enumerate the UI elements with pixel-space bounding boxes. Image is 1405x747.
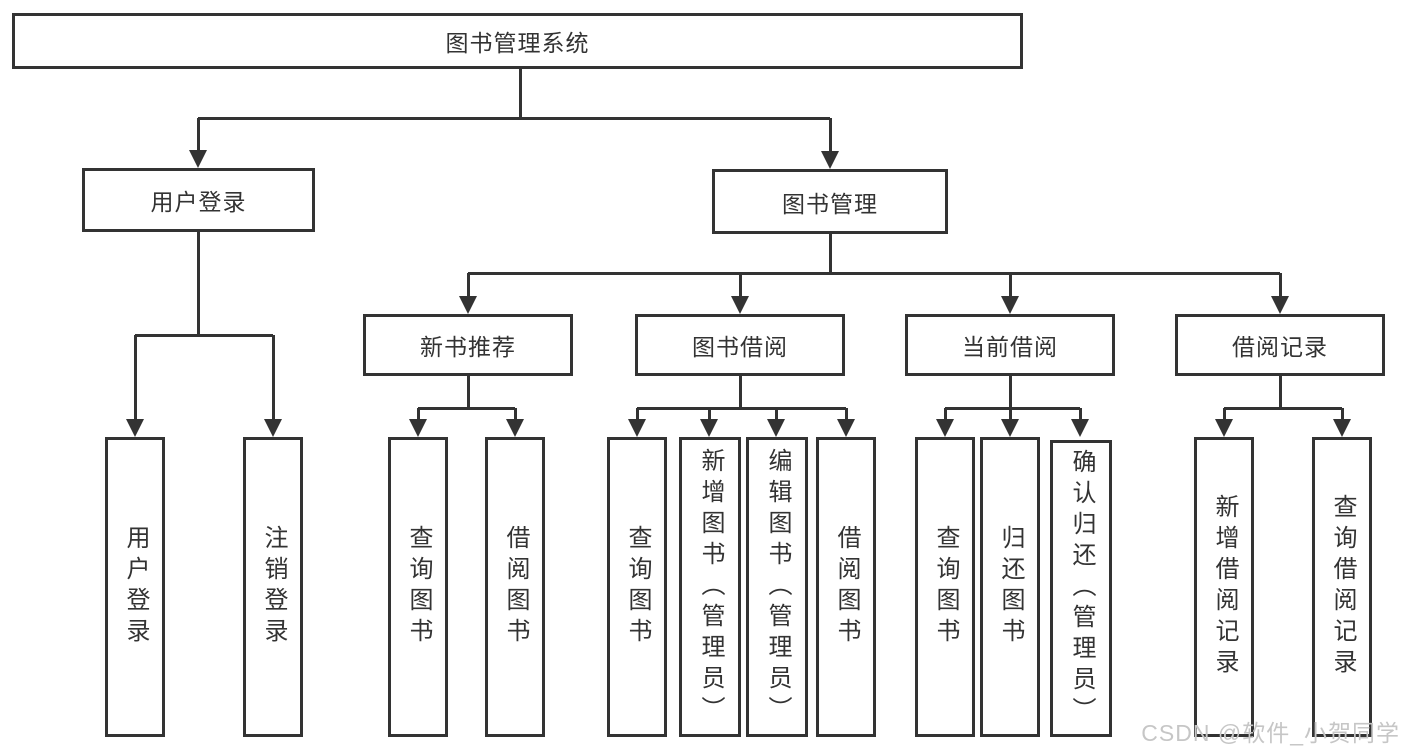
arrow-down-icon <box>126 419 144 437</box>
arrow-down-icon <box>767 419 785 437</box>
connector-line <box>417 408 420 419</box>
arrow-down-icon <box>459 296 477 314</box>
connector-line <box>1341 408 1344 419</box>
connector-line <box>1223 408 1226 419</box>
leaf-borrow-book: 借阅图书 <box>485 437 545 737</box>
arrow-down-icon <box>189 150 207 168</box>
leaf-query-book: 查询图书 <box>915 437 975 737</box>
leaf-label: 新增图书（管理员） <box>697 447 724 727</box>
connector-line <box>944 408 947 419</box>
arrow-down-icon <box>506 419 524 437</box>
node-new-book-recommend: 新书推荐 <box>363 314 573 376</box>
node-root-label: 图书管理系统 <box>445 30 590 56</box>
leaf-label: 用户登录 <box>122 525 149 649</box>
node-user-login-label: 用户登录 <box>150 189 247 215</box>
connector-line <box>739 376 742 408</box>
node-book-management: 图书管理 <box>712 169 948 234</box>
leaf-label: 借阅图书 <box>833 525 860 649</box>
arrow-down-icon <box>1271 296 1289 314</box>
leaf-label: 查询图书 <box>405 525 432 649</box>
connector-line <box>845 408 848 419</box>
leaf-label: 查询借阅记录 <box>1329 494 1356 680</box>
leaf-label: 借阅图书 <box>502 525 529 649</box>
arrow-down-icon <box>1333 419 1351 437</box>
node-label: 当前借阅 <box>962 334 1058 360</box>
arrow-down-icon <box>837 419 855 437</box>
connector-line <box>272 335 275 419</box>
leaf-label: 归还图书 <box>997 525 1024 649</box>
node-user-login: 用户登录 <box>82 168 315 232</box>
connector-line <box>198 117 830 120</box>
connector-line <box>135 334 273 337</box>
arrow-down-icon <box>821 151 839 169</box>
arrow-down-icon <box>731 296 749 314</box>
leaf-add-borrow-record: 新增借阅记录 <box>1194 437 1254 737</box>
connector-line <box>636 408 639 419</box>
connector-line <box>468 272 1280 275</box>
node-label: 借阅记录 <box>1232 334 1328 360</box>
node-borrow-records: 借阅记录 <box>1175 314 1385 376</box>
arrow-down-icon <box>1001 296 1019 314</box>
leaf-query-book: 查询图书 <box>607 437 667 737</box>
leaf-label: 编辑图书（管理员） <box>764 447 791 727</box>
connector-line <box>197 118 200 150</box>
leaf-add-book-admin: 新增图书（管理员） <box>679 437 741 737</box>
connector-line <box>1279 273 1282 296</box>
node-label: 图书借阅 <box>692 334 788 360</box>
node-current-borrow: 当前借阅 <box>905 314 1115 376</box>
arrow-down-icon <box>628 419 646 437</box>
arrow-down-icon <box>409 419 427 437</box>
leaf-borrow-book: 借阅图书 <box>816 437 876 737</box>
leaf-logout: 注销登录 <box>243 437 303 737</box>
arrow-down-icon <box>936 419 954 437</box>
connector-line <box>945 407 1080 410</box>
leaf-edit-book-admin: 编辑图书（管理员） <box>746 437 808 737</box>
leaf-return-book: 归还图书 <box>980 437 1040 737</box>
connector-line <box>134 335 137 419</box>
leaf-label: 新增借阅记录 <box>1211 494 1238 680</box>
connector-line <box>418 407 515 410</box>
connector-line <box>514 408 517 419</box>
node-book-borrow: 图书借阅 <box>635 314 845 376</box>
arrow-down-icon <box>700 419 718 437</box>
connector-line <box>739 273 742 296</box>
leaf-label: 查询图书 <box>932 525 959 649</box>
connector-line <box>637 407 846 410</box>
connector-line <box>1224 407 1342 410</box>
connector-line <box>1079 408 1082 419</box>
connector-line <box>829 234 832 273</box>
arrow-down-icon <box>1215 419 1233 437</box>
connector-line <box>1009 376 1012 408</box>
node-book-management-label: 图书管理 <box>782 190 878 217</box>
arrow-down-icon <box>264 419 282 437</box>
leaf-user-login: 用户登录 <box>105 437 165 737</box>
connector-line <box>775 408 778 419</box>
connector-line <box>1009 273 1012 296</box>
connector-line <box>519 69 522 118</box>
leaf-confirm-return-admin: 确认归还（管理员） <box>1050 440 1112 737</box>
leaf-label: 确认归还（管理员） <box>1068 449 1095 728</box>
connector-line <box>197 232 200 335</box>
node-label: 新书推荐 <box>420 334 516 360</box>
node-root: 图书管理系统 <box>12 13 1023 69</box>
connector-line <box>467 376 470 408</box>
leaf-query-borrow-record: 查询借阅记录 <box>1312 437 1372 737</box>
connector-line <box>829 118 832 151</box>
connector-line <box>708 408 711 419</box>
leaf-label: 注销登录 <box>260 525 287 649</box>
leaf-query-book: 查询图书 <box>388 437 448 737</box>
leaf-label: 查询图书 <box>624 525 651 649</box>
connector-line <box>1009 408 1012 419</box>
csdn-watermark: CSDN @软件_小贺同学 <box>1141 720 1400 746</box>
connector-line <box>1279 376 1282 408</box>
arrow-down-icon <box>1001 419 1019 437</box>
connector-line <box>467 273 470 296</box>
arrow-down-icon <box>1071 419 1089 437</box>
